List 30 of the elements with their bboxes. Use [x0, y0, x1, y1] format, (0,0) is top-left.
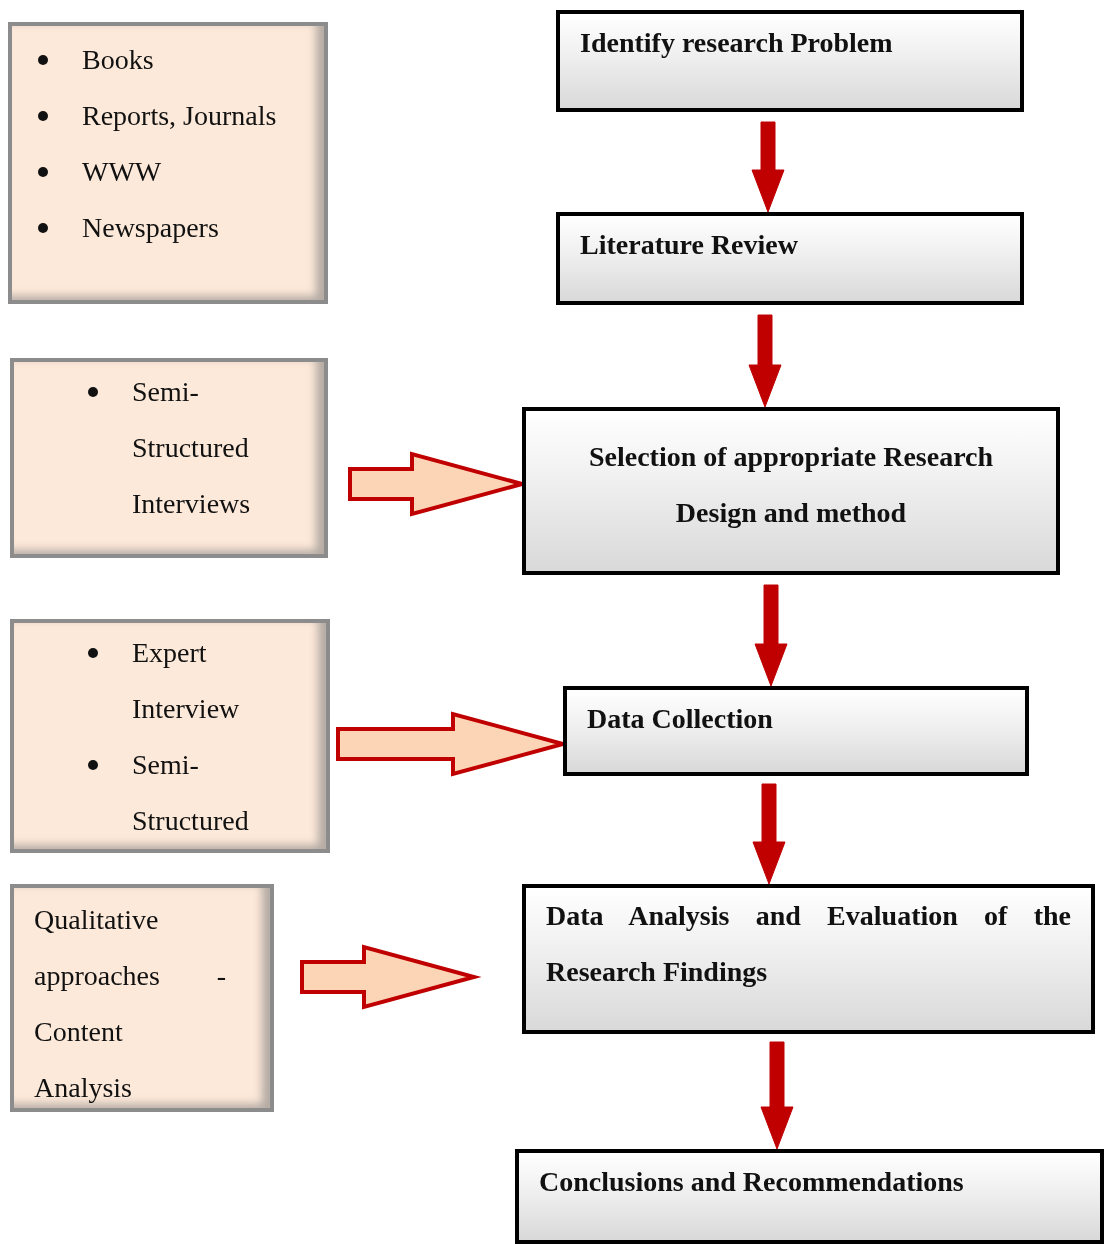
source-box [10, 358, 328, 558]
arrow [751, 121, 785, 213]
arrow [754, 584, 788, 687]
bullet-item: Newspapers [82, 211, 220, 245]
bullet-item: Semi-Structured Interviews [132, 375, 252, 521]
step-text: Data Collection [587, 703, 773, 734]
step-text: Selection of appropriate Research Design and method [588, 441, 994, 528]
step-text: Conclusions and Recommendations [539, 1166, 964, 1197]
arrow [760, 1041, 794, 1150]
bullet-item: Expert Interview [132, 636, 241, 726]
arrow [752, 783, 786, 885]
bullet-item: Books [82, 43, 155, 77]
process-box [515, 1149, 1104, 1244]
process-box [563, 686, 1029, 776]
bullet-item: WWW [82, 155, 163, 189]
process-box [556, 10, 1024, 112]
arrow [748, 314, 782, 408]
source-box [10, 884, 274, 1112]
step-text: Literature Review [580, 229, 798, 260]
box-text: Qualitative approaches - Content Analysis [34, 903, 226, 1105]
source-box [8, 22, 328, 304]
block-arrow [300, 944, 482, 1010]
source-box [10, 619, 330, 853]
process-box [522, 884, 1095, 1034]
process-box [522, 407, 1060, 575]
step-text: Data Analysis and Evaluation of the Research Findings [546, 900, 1071, 987]
step-text: Identify research Problem [580, 27, 893, 58]
process-box [556, 212, 1024, 305]
bullet-item: Reports, Journals [82, 99, 278, 133]
bullet-item: Semi-Structured [132, 748, 250, 838]
